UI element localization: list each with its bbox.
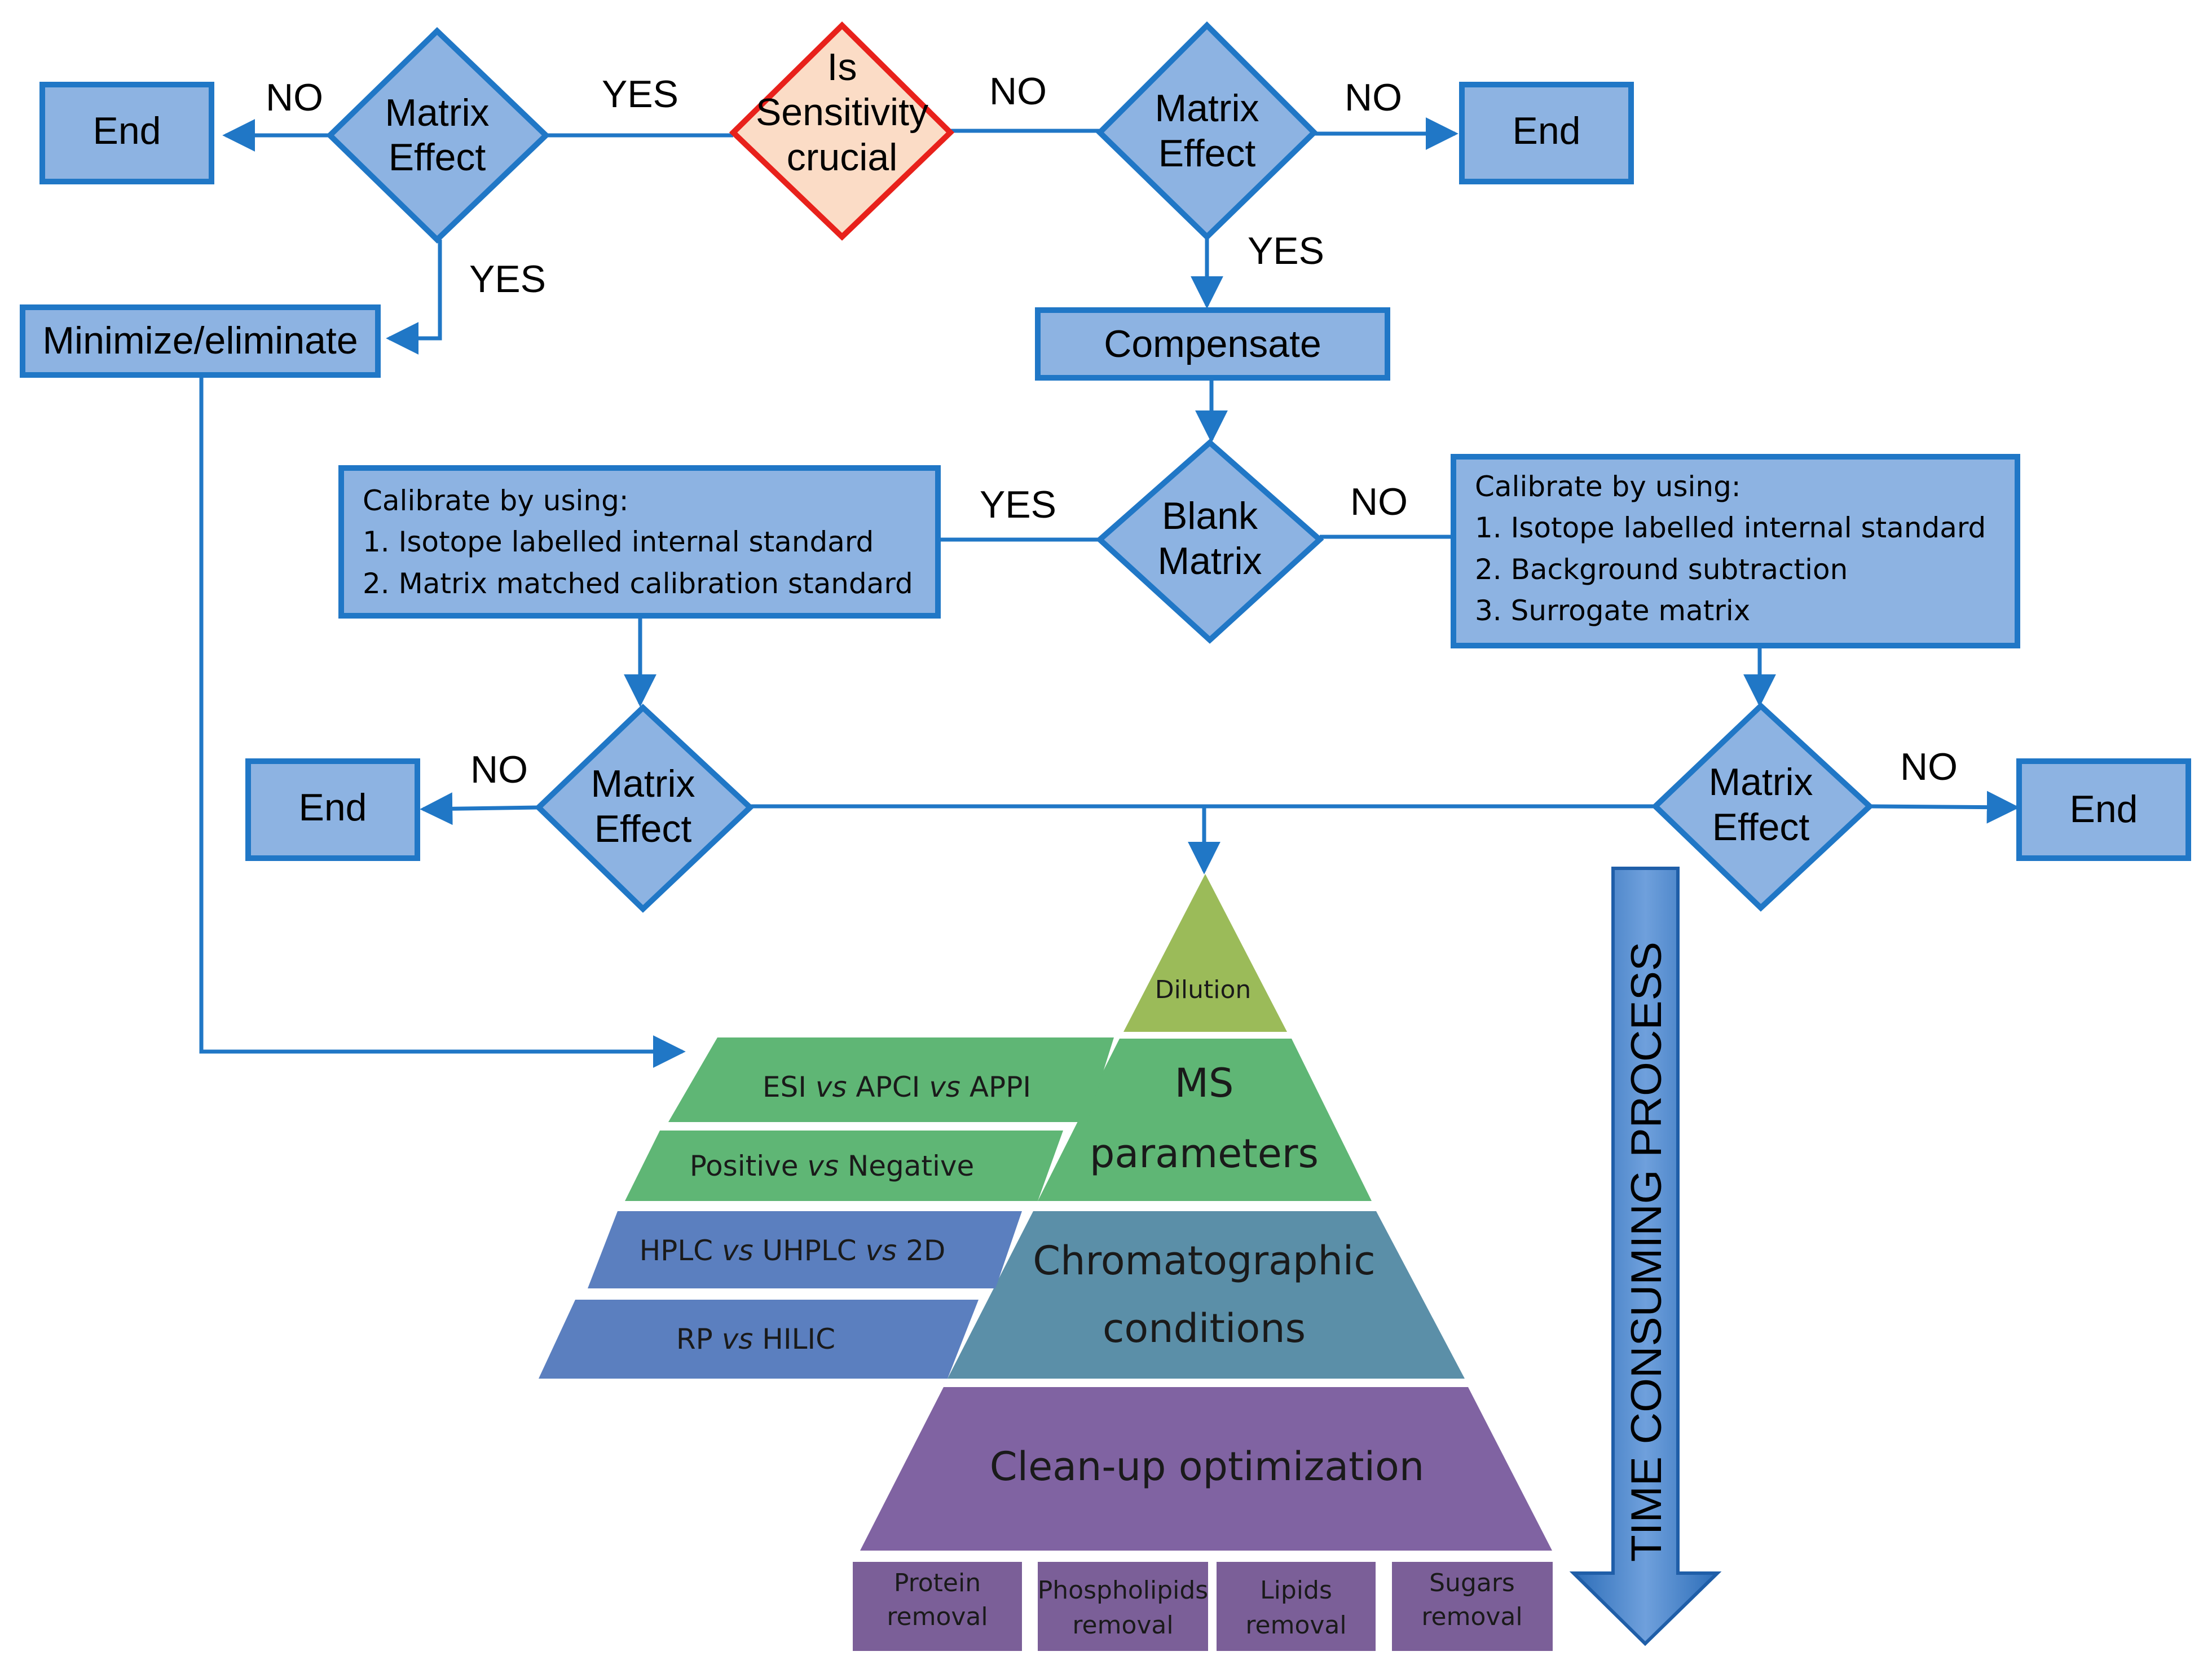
node-end-mid-right: End [2016, 758, 2191, 861]
svg-text:Protein: Protein [894, 1569, 981, 1597]
label-blank-yes: YES [980, 483, 1056, 526]
edge-minimize-to-pyramid [199, 377, 686, 1068]
svg-text:removal: removal [887, 1602, 988, 1631]
svg-text:Positive vs Negative: Positive vs Negative [690, 1150, 975, 1182]
svg-text:Clean-up optimization: Clean-up optimization [990, 1443, 1424, 1490]
label-right-no: NO [1345, 76, 1402, 119]
svg-text:End: End [93, 109, 161, 152]
connectors [199, 117, 2020, 1068]
edge-matrix-mid-left-to-end [420, 792, 539, 825]
node-end-top-right: End [1459, 82, 1634, 184]
svg-text:Calibrate by using:: Calibrate by using: [363, 484, 629, 517]
edge-labels: YES NO NO YES NO YES YES NO NO NO [266, 70, 1958, 791]
label-left-yes: YES [469, 258, 546, 301]
edge-matrix-mid-right-to-end [1869, 791, 2020, 824]
svg-text:removal: removal [1072, 1611, 1173, 1640]
chrom-option-system: HPLC vs UHPLC vs 2D [588, 1211, 1022, 1288]
node-matrix-effect-left: Matrix Effect [325, 27, 550, 244]
svg-text:removal: removal [1245, 1611, 1346, 1640]
svg-text:Effect: Effect [389, 136, 486, 179]
svg-text:Matrix: Matrix [385, 91, 489, 134]
svg-text:Effect: Effect [1712, 806, 1810, 849]
svg-text:crucial: crucial [787, 136, 898, 179]
svg-text:2. Background subtraction: 2. Background subtraction [1475, 553, 1848, 586]
node-calibrate-left: Calibrate by using: 1. Isotope labelled … [338, 465, 941, 619]
svg-text:Matrix: Matrix [1157, 540, 1262, 582]
svg-text:MS: MS [1175, 1060, 1234, 1106]
cleanup-option-sugars: Sugars removal [1392, 1562, 1553, 1651]
svg-text:Compensate: Compensate [1104, 323, 1321, 365]
svg-text:End: End [299, 786, 367, 829]
label-right-yes: YES [1248, 229, 1324, 272]
svg-text:1. Isotope labelled internal s: 1. Isotope labelled internal standard [1475, 511, 1986, 544]
svg-text:Matrix: Matrix [1155, 87, 1259, 130]
svg-text:removal: removal [1421, 1602, 1522, 1631]
svg-text:Sensitivity: Sensitivity [756, 91, 928, 134]
pyramid: Dilution MS parameters Chromatographic c… [539, 874, 1553, 1651]
svg-text:Matrix: Matrix [591, 762, 695, 805]
svg-text:Dilution: Dilution [1155, 975, 1252, 1004]
node-matrix-effect-mid-right: Matrix Effect [1651, 702, 1874, 912]
svg-text:parameters: parameters [1090, 1131, 1319, 1177]
svg-text:Sugars: Sugars [1429, 1569, 1515, 1597]
node-compensate: Compensate [1035, 307, 1390, 381]
label-mid-left-no: NO [470, 748, 528, 791]
svg-text:Lipids: Lipids [1260, 1576, 1332, 1605]
svg-text:Chromatographic: Chromatographic [1033, 1238, 1376, 1284]
label-start-no: NO [989, 70, 1047, 113]
svg-text:Effect: Effect [594, 807, 692, 850]
svg-text:2. Matrix matched calibration: 2. Matrix matched calibration standard [363, 567, 913, 600]
label-left-no: NO [266, 76, 323, 119]
cleanup-option-lipids: Lipids removal [1217, 1562, 1376, 1651]
svg-text:Calibrate by using:: Calibrate by using: [1475, 470, 1741, 503]
ms-option-polarity: Positive vs Negative [625, 1131, 1063, 1201]
svg-text:Blank: Blank [1162, 494, 1258, 537]
svg-text:Phospholipids: Phospholipids [1038, 1576, 1208, 1605]
svg-text:Is: Is [827, 46, 857, 89]
chrom-option-mode: RP vs HILIC [539, 1300, 979, 1379]
pyramid-tier-dilution: Dilution [1123, 874, 1287, 1032]
label-blank-no: NO [1350, 480, 1408, 523]
label-mid-right-no: NO [1900, 745, 1958, 788]
time-consuming-arrow: TIME CONSUMING PROCESS [1569, 867, 1722, 1646]
svg-text:HPLC vs UHPLC vs 2D: HPLC vs UHPLC vs 2D [640, 1234, 946, 1267]
edge-matrix-left-to-minimize [386, 240, 442, 355]
svg-text:Minimize/eliminate: Minimize/eliminate [42, 319, 358, 362]
time-arrow-label: TIME CONSUMING PROCESS [1623, 942, 1671, 1562]
node-matrix-effect-mid-left: Matrix Effect [534, 704, 755, 913]
node-sensitivity-decision: Is Sensitivity crucial [729, 21, 955, 241]
pyramid-tier-chromatographic: Chromatographic conditions [948, 1211, 1465, 1379]
cleanup-option-phospholipids: Phospholipids removal [1038, 1562, 1208, 1651]
svg-text:3. Surrogate matrix: 3. Surrogate matrix [1475, 594, 1750, 627]
svg-text:1. Isotope labelled internal s: 1. Isotope labelled internal standard [363, 526, 874, 558]
node-end-mid-left: End [245, 758, 420, 861]
svg-text:conditions: conditions [1103, 1305, 1306, 1352]
pyramid-tier-cleanup: Clean-up optimization [860, 1387, 1552, 1551]
cleanup-option-protein: Protein removal [853, 1562, 1022, 1651]
node-minimize-eliminate: Minimize/eliminate [20, 304, 381, 378]
node-blank-matrix: Blank Matrix [1095, 439, 1324, 644]
svg-text:ESI vs APCI vs APPI: ESI vs APCI vs APPI [763, 1071, 1031, 1103]
svg-text:Effect: Effect [1158, 132, 1256, 175]
svg-text:End: End [2070, 788, 2138, 831]
svg-text:RP vs HILIC: RP vs HILIC [676, 1323, 835, 1355]
svg-text:Matrix: Matrix [1708, 761, 1813, 803]
svg-text:End: End [1513, 109, 1581, 152]
ms-option-ionization: ESI vs APCI vs APPI [668, 1037, 1114, 1122]
node-calibrate-right: Calibrate by using: 1. Isotope labelled … [1451, 454, 2020, 648]
pyramid-tier-ms: MS parameters [1038, 1039, 1372, 1201]
node-end-top-left: End [39, 82, 214, 184]
node-matrix-effect-right: Matrix Effect [1095, 21, 1319, 241]
label-start-yes: YES [602, 73, 678, 116]
